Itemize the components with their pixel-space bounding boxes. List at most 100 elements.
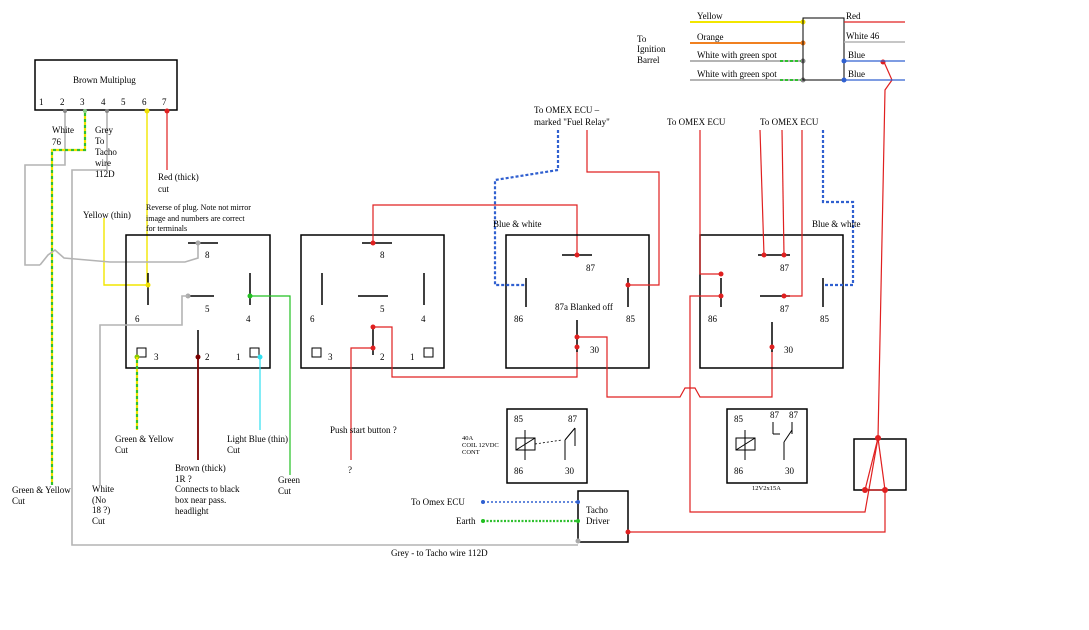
red-wire-relay2-bottom: [373, 326, 578, 378]
svg-text:Driver: Driver: [586, 516, 610, 526]
label-grey-4: wire: [95, 158, 111, 168]
svg-text:Orange: Orange: [697, 32, 724, 42]
label-omex-fuel: To OMEX ECU –: [534, 105, 600, 115]
label-light-blue: Light Blue (thin): [227, 434, 288, 444]
svg-text:4: 4: [421, 314, 426, 324]
green-wire: [250, 295, 291, 475]
label-question: ?: [348, 465, 352, 475]
red-wire-to-fuse: [689, 295, 879, 513]
svg-text:87: 87: [789, 410, 799, 420]
svg-text:5: 5: [205, 304, 210, 314]
label-reverse-note: Reverse of plug. Note not mirror: [146, 203, 251, 212]
label-omex-2: To OMEX ECU: [760, 117, 819, 127]
svg-text:White 46: White 46: [846, 31, 880, 41]
svg-text:87: 87: [586, 263, 596, 273]
omex-wire-2a: [759, 129, 765, 256]
ignition-barrel: Yellow Orange White with green spot Whit…: [637, 11, 905, 83]
label-white-no: White: [92, 484, 114, 494]
label-grey-2: To: [95, 136, 105, 146]
svg-text:85: 85: [626, 314, 636, 324]
label-white-no-2: (No: [92, 495, 106, 505]
svg-text:Ignition: Ignition: [637, 44, 666, 54]
svg-text:86: 86: [708, 314, 718, 324]
label-earth: Earth: [456, 516, 476, 526]
svg-text:4: 4: [101, 97, 106, 107]
brown-multiplug: Brown Multiplug 1 2 3 4 5 6 7: [34, 59, 178, 111]
label-grey-bottom: Grey - to Tacho wire 112D: [391, 548, 488, 558]
label-green-yellow-cut-left: Green & Yellow: [12, 485, 71, 495]
svg-text:White with green spot: White with green spot: [697, 69, 777, 79]
svg-text:3: 3: [80, 97, 85, 107]
svg-text:Blue: Blue: [848, 69, 865, 79]
svg-text:12V2x15A: 12V2x15A: [752, 485, 781, 492]
svg-text:7: 7: [162, 97, 167, 107]
label-green-yellow-cut-2: Cut: [115, 445, 129, 455]
label-green-yellow-cut-left-2: Cut: [12, 496, 26, 506]
label-to-omex-ecu: To Omex ECU: [411, 497, 465, 507]
svg-text:5: 5: [380, 304, 385, 314]
label-green-cut-2: Cut: [278, 486, 292, 496]
svg-text:2: 2: [205, 352, 210, 362]
junction-box: [853, 435, 907, 493]
svg-text:85: 85: [734, 414, 744, 424]
svg-text:Brown Multiplug: Brown Multiplug: [73, 75, 136, 85]
blue-white-wire-2: [821, 130, 855, 287]
label-blue-white-1: Blue & white: [493, 219, 542, 229]
label-brown-thick: Brown (thick): [175, 463, 226, 473]
fuel-relay-wire: [586, 130, 660, 286]
svg-text:Yellow: Yellow: [697, 11, 723, 21]
svg-text:3: 3: [154, 352, 159, 362]
label-white-no-4: Cut: [92, 516, 106, 526]
svg-text:White with green spot: White with green spot: [697, 50, 777, 60]
red-link-wire: [577, 336, 773, 398]
label-green-cut: Green: [278, 475, 300, 485]
svg-text:87a Blanked off: 87a Blanked off: [555, 302, 613, 312]
relay-4: 87 87 86 85 30: [699, 234, 844, 369]
svg-text:2: 2: [60, 97, 65, 107]
svg-text:Barrel: Barrel: [637, 55, 660, 65]
red-wire-relay2-top: [372, 204, 578, 255]
svg-text:86: 86: [514, 466, 524, 476]
svg-text:3: 3: [328, 352, 333, 362]
label-push-start: Push start button ?: [330, 425, 397, 435]
relay-symbol-12v: 85 87 87 86 30 12V2x15A: [726, 408, 808, 492]
label-white76-num: 76: [52, 137, 62, 147]
svg-text:Tacho: Tacho: [586, 505, 608, 515]
label-green-yellow-cut: Green & Yellow: [115, 434, 174, 444]
svg-text:87: 87: [780, 263, 790, 273]
label-reverse-note-2: image and numbers are correct: [146, 214, 245, 223]
svg-text:86: 86: [514, 314, 524, 324]
svg-text:4: 4: [246, 314, 251, 324]
label-omex-fuel-2: marked "Fuel Relay": [534, 117, 610, 127]
label-brown-thick-5: headlight: [175, 506, 209, 516]
svg-text:30: 30: [784, 345, 794, 355]
svg-text:1: 1: [236, 352, 241, 362]
relay-3: 87 87a Blanked off 86 85 30: [505, 234, 650, 369]
omex-wire-1: [699, 130, 721, 275]
svg-text:87: 87: [780, 304, 790, 314]
relay-symbol-40a: 85 87 86 30 40A COIL 12VDC CONT: [462, 408, 588, 484]
svg-text:8: 8: [380, 250, 385, 260]
svg-text:Blue: Blue: [848, 50, 865, 60]
red-wire-to-ignition: [877, 61, 893, 439]
svg-text:Red: Red: [846, 11, 861, 21]
svg-text:86: 86: [734, 466, 744, 476]
label-brown-thick-4: box near pass.: [175, 495, 226, 505]
svg-text:85: 85: [820, 314, 830, 324]
white-no-wire: [99, 295, 188, 485]
label-white76: White: [52, 125, 74, 135]
svg-text:1: 1: [410, 352, 415, 362]
svg-text:COIL 12VDC: COIL 12VDC: [462, 442, 499, 449]
label-red-thick-cut: cut: [158, 184, 169, 194]
label-light-blue-2: Cut: [227, 445, 241, 455]
label-blue-white-2: Blue & white: [812, 219, 861, 229]
label-white-no-3: 18 ?): [92, 505, 110, 515]
label-red-thick: Red (thick): [158, 172, 199, 182]
blue-white-wire-1: [493, 130, 560, 287]
svg-text:5: 5: [121, 97, 126, 107]
svg-text:87: 87: [568, 414, 578, 424]
omex-wire-2b: [781, 129, 785, 256]
svg-text:30: 30: [565, 466, 575, 476]
label-brown-thick-3: Connects to black: [175, 484, 240, 494]
